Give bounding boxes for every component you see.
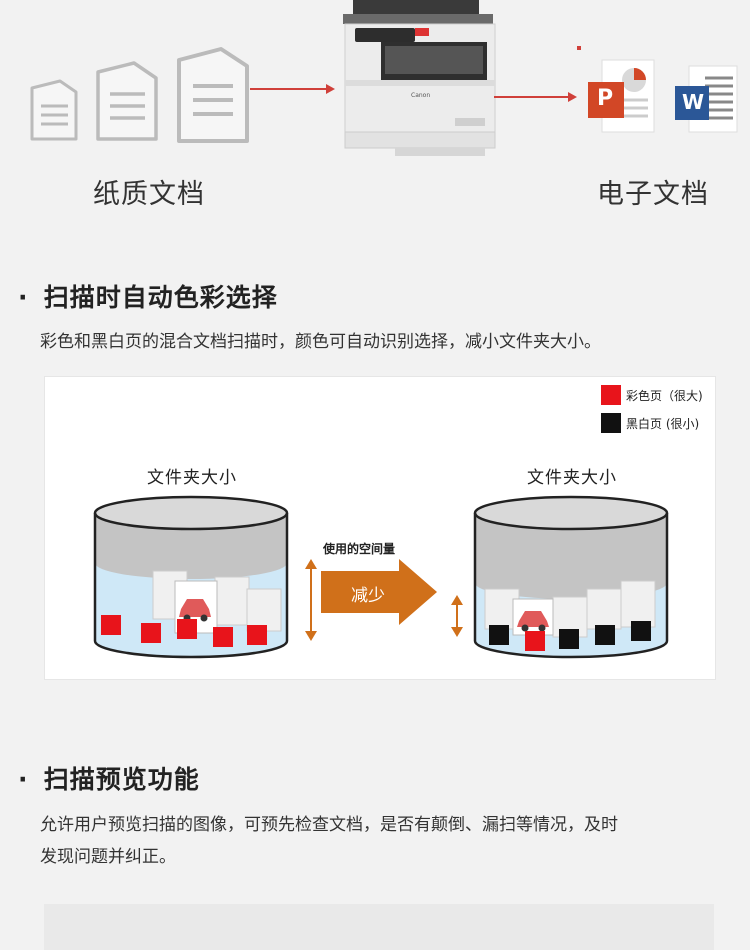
left-storage-drum — [93, 495, 289, 659]
section-title-text: 扫描时自动色彩选择 — [43, 283, 278, 312]
legend-red-swatch — [601, 385, 621, 405]
color-selection-diagram: 彩色页（很大) 黑白页 (很小) 文件夹大小 文件夹大小 使用的空间量 减少 — [44, 376, 716, 680]
paper-document-icon — [30, 79, 78, 141]
paper-document-icon — [96, 61, 158, 141]
preview-image-placeholder — [44, 904, 714, 950]
word-letter: W — [682, 90, 705, 114]
powerpoint-file-icon: P — [588, 58, 658, 134]
legend-bw-label: 黑白页 (很小) — [626, 416, 700, 431]
reduce-arrow — [321, 559, 437, 625]
section-title-text: 扫描预览功能 — [43, 765, 200, 794]
right-folder-size-title: 文件夹大小 — [527, 468, 617, 488]
left-folder-size-title: 文件夹大小 — [147, 468, 237, 488]
paper-document-icon — [177, 47, 249, 143]
flow-arrow-left-head — [326, 84, 335, 94]
section-title-auto-color: · 扫描时自动色彩选择 — [18, 278, 278, 314]
section-title-scan-preview: · 扫描预览功能 — [18, 760, 200, 796]
bullet-dot: · — [18, 765, 29, 794]
left-height-indicator — [305, 559, 317, 641]
digital-documents-label: 电子文档 — [597, 179, 709, 210]
right-storage-drum — [473, 495, 669, 659]
scanner-printer-image — [343, 0, 496, 156]
right-height-indicator — [451, 595, 463, 637]
section-description-line2: 发现问题并纠正。 — [40, 847, 176, 867]
used-space-label: 使用的空间量 — [323, 542, 396, 556]
powerpoint-letter: P — [597, 86, 614, 111]
flow-arrow-right — [494, 96, 568, 98]
flow-arrow-left — [250, 88, 326, 90]
section-description-line1: 允许用户预览扫描的图像，可预先检查文档，是否有颠倒、漏扫等情况，及时 — [40, 815, 618, 835]
bullet-dot: · — [18, 283, 29, 312]
legend-black-swatch — [601, 413, 621, 433]
red-dot-mark — [577, 46, 581, 50]
scanner-brand-text: Canon — [411, 92, 431, 99]
legend-color-page: 彩色页（很大) — [601, 385, 703, 405]
reduce-label: 减少 — [351, 586, 385, 606]
legend-bw-page: 黑白页 (很小) — [601, 413, 699, 433]
word-file-icon: W — [675, 64, 739, 134]
paper-documents-label: 纸质文档 — [93, 179, 205, 210]
legend-color-label: 彩色页（很大) — [626, 388, 703, 403]
section-description-auto-color: 彩色和黑白页的混合文档扫描时，颜色可自动识别选择，减小文件夹大小。 — [40, 332, 601, 352]
flow-arrow-right-head — [568, 92, 577, 102]
